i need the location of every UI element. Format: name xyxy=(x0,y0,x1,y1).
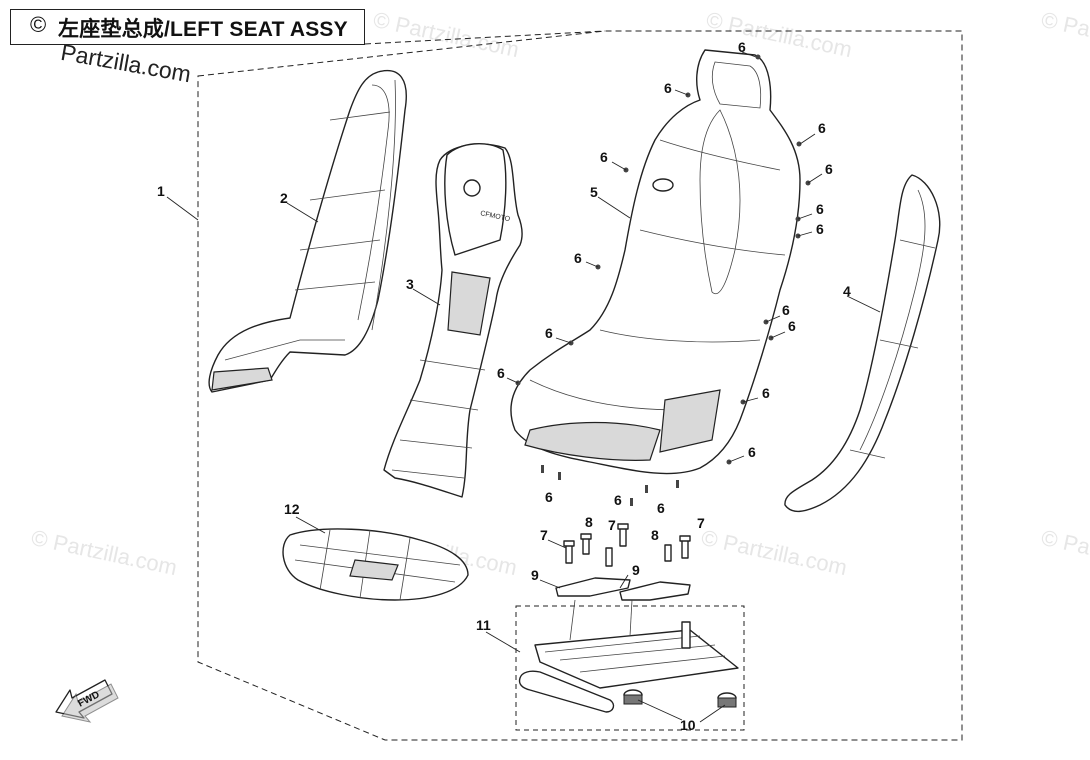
callout-2: 2 xyxy=(280,190,288,206)
callout-7: 7 xyxy=(608,517,616,533)
diagram-title: 左座垫总成/LEFT SEAT ASSY xyxy=(58,18,348,41)
callout-6: 6 xyxy=(816,201,824,217)
part-11-seat-slider xyxy=(518,599,739,713)
callout-labels: 1 2 3 4 5 6 6 6 6 6 6 6 6 6 6 6 6 6 6 6 … xyxy=(157,39,851,733)
callout-6: 6 xyxy=(782,302,790,318)
callout-8: 8 xyxy=(585,514,593,530)
fwd-arrow-icon: FWD xyxy=(55,679,119,723)
callout-4: 4 xyxy=(843,283,851,299)
subassembly-box xyxy=(515,605,745,731)
part-9-brackets xyxy=(555,577,691,601)
copyright-icon: © xyxy=(30,12,47,37)
part-4-side-panel xyxy=(784,174,941,513)
callout-12: 12 xyxy=(284,501,300,517)
callout-9: 9 xyxy=(531,567,539,583)
callout-6: 6 xyxy=(762,385,770,401)
part-2-seat-back-cover xyxy=(208,70,407,393)
title-box xyxy=(10,9,365,45)
callout-6: 6 xyxy=(545,489,553,505)
callout-6: 6 xyxy=(788,318,796,334)
callout-7: 7 xyxy=(540,527,548,543)
callout-6: 6 xyxy=(738,39,746,55)
part-12-seat-cushion xyxy=(282,528,469,601)
callout-10: 10 xyxy=(680,717,696,733)
callout-6: 6 xyxy=(574,250,582,266)
callout-6: 6 xyxy=(816,221,824,237)
callout-3: 3 xyxy=(406,276,414,292)
part-7-8-bolts xyxy=(563,523,691,567)
callout-9: 9 xyxy=(632,562,640,578)
callout-6: 6 xyxy=(664,80,672,96)
part-3-center-console: CFMOTO xyxy=(383,142,523,498)
callout-11: 11 xyxy=(476,617,491,633)
callout-6: 6 xyxy=(600,149,608,165)
callout-6: 6 xyxy=(748,444,756,460)
callout-6: 6 xyxy=(818,120,826,136)
callout-7: 7 xyxy=(697,515,705,531)
callout-6: 6 xyxy=(657,500,665,516)
callout-5: 5 xyxy=(590,184,598,200)
callout-6: 6 xyxy=(825,161,833,177)
callout-6: 6 xyxy=(545,325,553,341)
callout-6: 6 xyxy=(497,365,505,381)
part-10-bushings xyxy=(623,689,737,708)
part-5-seat-frame xyxy=(510,49,801,475)
assembly-boundary xyxy=(197,30,963,741)
leader-lines xyxy=(166,51,881,723)
callout-8: 8 xyxy=(651,527,659,543)
callout-1: 1 xyxy=(157,183,165,199)
callout-6: 6 xyxy=(614,492,622,508)
